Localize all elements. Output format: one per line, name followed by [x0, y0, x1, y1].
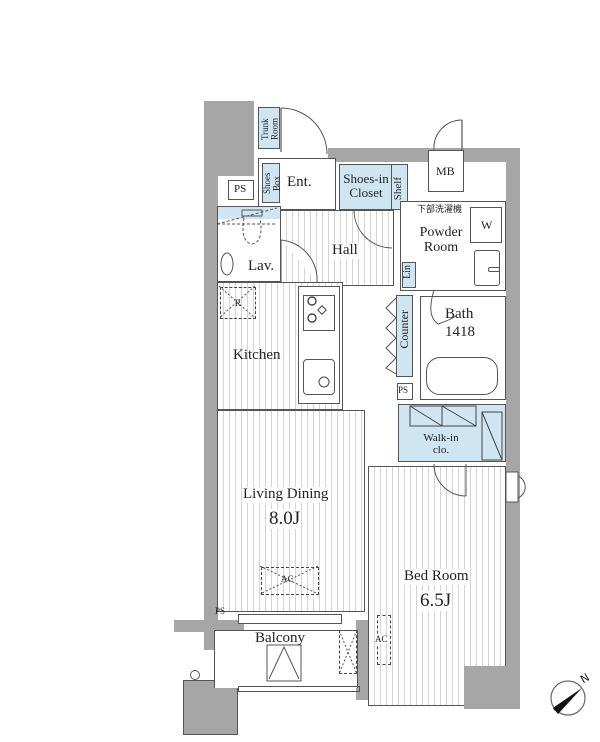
lav-door-swing-icon[interactable]	[280, 238, 320, 286]
fridge-space	[220, 287, 256, 319]
mb-door-swing-icon[interactable]	[432, 118, 468, 152]
washer-label: W	[481, 218, 493, 232]
bath-size: 1418	[445, 324, 475, 340]
shoes-in-closet[interactable]: Shoes-in Closet	[339, 164, 392, 210]
bedroom-label: Bed Room	[403, 568, 470, 585]
toilet-icon	[216, 207, 278, 276]
wall-right	[506, 148, 520, 708]
hall[interactable]: Hall	[280, 210, 394, 286]
living-dining[interactable]: Living Dining 8.0J AC	[217, 410, 365, 612]
ps-entrance-label: PS	[234, 183, 247, 195]
shoes-box[interactable]: Shoes Box	[262, 163, 282, 203]
entrance-label: Ent.	[287, 174, 312, 190]
ps-entrance: PS	[228, 180, 254, 200]
sink-drain-icon	[318, 376, 330, 388]
burners-icon	[307, 296, 327, 323]
mb-label: MB	[436, 164, 455, 178]
fridge-cross-icon	[218, 285, 256, 319]
powder-room-note: 下部洗濯機	[417, 205, 463, 215]
ps-balcony-label: PS	[215, 606, 226, 616]
powder-room-label: Powder Room	[419, 225, 463, 255]
balcony-railing	[238, 686, 360, 692]
ps-balcony: PS	[215, 606, 231, 621]
wall-mid-right	[356, 620, 368, 700]
ac-outdoor-unit	[339, 630, 357, 674]
bath-door-swing-icon[interactable]	[420, 289, 460, 330]
stove-icon	[303, 295, 335, 331]
walk-in-closet[interactable]: Walk-in clo.	[398, 404, 506, 462]
bath[interactable]: Bath 1418	[420, 296, 506, 400]
ac-living-cross-icon	[259, 565, 319, 595]
closet-shelving-icon	[409, 405, 503, 461]
trunk-room[interactable]: Trunk Room	[258, 107, 280, 149]
hall-label: Hall	[331, 242, 359, 259]
bedroom-window-icon[interactable]	[504, 470, 526, 506]
north-compass-icon	[550, 680, 586, 716]
wall-left	[204, 101, 218, 621]
wall-balcony-post	[204, 620, 214, 650]
sink-icon	[303, 359, 335, 395]
wash-basin	[474, 250, 500, 286]
drain-icon	[190, 670, 200, 680]
linen-closet[interactable]: Lin	[402, 262, 416, 288]
lavatory-label: Lav.	[248, 258, 275, 274]
toilet-tank-shelf	[218, 207, 280, 219]
ac-living-label: AC	[281, 574, 294, 584]
entry-door-swing-icon[interactable]	[280, 104, 340, 156]
linen-label: Lin	[402, 265, 413, 279]
shoes-box-label: Shoes Box	[262, 172, 282, 195]
ps-bath-label: PS	[398, 385, 409, 395]
kitchen-label: Kitchen	[233, 347, 281, 363]
wall-top-right	[328, 148, 520, 162]
washer[interactable]: W	[470, 207, 502, 243]
ps-bath: PS	[397, 383, 413, 400]
balcony-label: Balcony	[255, 630, 305, 646]
counter-folding-door-icon[interactable]	[384, 296, 398, 376]
balcony-outdoor-unit-block	[183, 680, 238, 735]
counter-storage[interactable]: Counter	[396, 295, 413, 377]
shelf-label: Shelf	[392, 177, 404, 201]
meter-box: MB	[428, 150, 464, 192]
living-dining-label: Living Dining	[242, 486, 330, 503]
bedroom-size: 6.5J	[419, 590, 453, 611]
shoes-in-closet-label: Shoes-in Closet	[343, 171, 389, 200]
closet-door-swing-icon[interactable]	[352, 209, 394, 250]
bedroom-door-swing-icon[interactable]	[430, 462, 470, 498]
trunk-room-label: Trunk Room	[260, 118, 280, 141]
faucet-icon	[488, 267, 500, 272]
lavatory[interactable]: Lav.	[217, 206, 281, 282]
counter-label: Counter	[397, 310, 411, 349]
ac-outdoor-cross-icon	[338, 629, 358, 675]
bathtub-icon	[426, 357, 498, 395]
kitchen-counter	[298, 286, 340, 404]
ac-unit-living	[261, 567, 319, 595]
shelf[interactable]: Shelf	[391, 164, 408, 210]
walk-in-closet-label: Walk-in clo.	[423, 432, 459, 456]
living-dining-size: 8.0J	[268, 508, 302, 529]
ac-bedroom-label: AC	[375, 634, 388, 645]
evacuation-hatch-icon	[266, 644, 302, 682]
bedroom[interactable]: Bed Room 6.5J AC	[368, 466, 506, 706]
bedroom-corner-wall	[464, 666, 506, 706]
balcony-sliding-window[interactable]	[238, 614, 342, 624]
